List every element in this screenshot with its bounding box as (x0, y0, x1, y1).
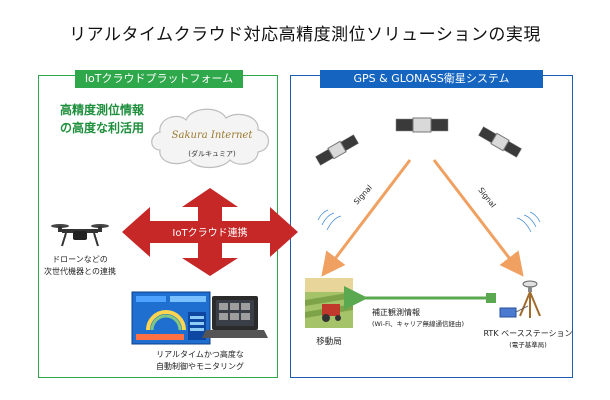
drone-caption-line-1: ドローンなどの (52, 255, 108, 264)
correction-link-label-1: 補正観測情報 (372, 307, 420, 317)
satellite-system-header: GPS & GLONASS衛星システム (320, 70, 543, 88)
rtk-base-station-icon (499, 280, 541, 318)
cloud-logo-text: Sakura Internet (172, 130, 254, 141)
satellite-center-icon (395, 117, 449, 133)
satellite-right-icon (478, 126, 522, 158)
correction-link-end (486, 293, 496, 303)
satellite-left-icon (315, 134, 359, 166)
signal-arrow-left (321, 159, 412, 277)
signal-waves-icon (317, 209, 541, 233)
monitor-caption-line-1: リアルタイムかつ高度な (156, 349, 244, 359)
monitor-caption-line-2: 自動制御やモニタリング (156, 361, 244, 371)
signal-label-left: Signal (352, 183, 374, 206)
page-title: リアルタイムクラウド対応高精度測位ソリューションの実現 (69, 25, 541, 45)
tagline: 高精度測位情報 の高度な利活用 (52, 101, 152, 137)
cloud-caption: (ダルキュミア) (188, 149, 236, 158)
rtk-base-label-2: (電子基準局) (509, 340, 547, 349)
tagline-line-2: の高度な利活用 (59, 121, 144, 135)
rtk-base-label-1: RTK ベースステーション (483, 329, 572, 338)
correction-link-label-2: (Wi-Fi、キャリア無線通信経由) (372, 319, 464, 328)
drone-caption-line-2: 次世代機器との連携 (44, 266, 116, 276)
mobile-station-photo (305, 278, 353, 328)
cloud-icon (151, 108, 270, 169)
iot-platform-header: IoTクラウドプラットフォーム (75, 70, 243, 88)
dashboard-screen-icon (131, 291, 211, 345)
laptop-icon (202, 296, 268, 338)
tagline-line-1: 高精度測位情報 (59, 103, 144, 117)
drone-icon (51, 224, 109, 247)
signal-arrow-right (432, 159, 524, 277)
iot-cloud-link-arrow (122, 188, 298, 276)
iot-cloud-link-label: IoTクラウド連携 (172, 226, 247, 239)
mobile-station-label: 移動局 (316, 336, 342, 347)
signal-label-right: Signal (476, 186, 497, 210)
